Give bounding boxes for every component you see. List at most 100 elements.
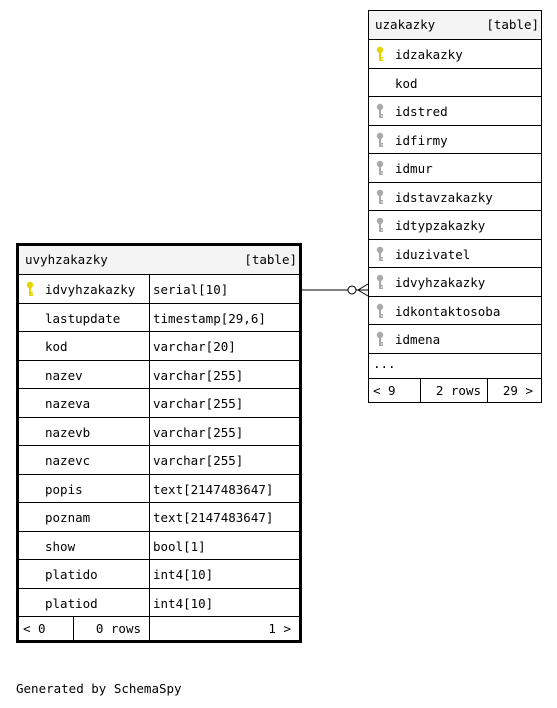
column-name-cell: nazeva (19, 389, 149, 417)
column-name: nazevb (45, 424, 91, 440)
table-kind: [table] (486, 17, 539, 32)
column-row[interactable]: idmena (369, 325, 541, 354)
column-name: lastupdate (45, 310, 121, 326)
column-type: int4[10] (153, 595, 214, 611)
children-count[interactable]: 1 > (150, 617, 299, 640)
rows-count: 2 rows (421, 378, 488, 402)
rows-count: 0 rows (74, 617, 150, 640)
column-name: idfirmy (395, 132, 448, 148)
column-type-cell: varchar[255] (149, 389, 299, 417)
column-row[interactable]: idmur (369, 154, 541, 183)
rows-count-text: 2 rows (435, 382, 481, 398)
column-row[interactable]: kod varchar[20] (19, 332, 299, 361)
relationship-zero-marker (347, 285, 357, 295)
column-name: idstred (395, 104, 448, 119)
column-name: nazevc (45, 453, 91, 468)
column-row[interactable]: iduzivatel (369, 240, 541, 268)
table-uzakazky[interactable]: uzakazky [table] idzakazky kod idstred idfi… (368, 10, 542, 403)
column-name-cell: idvyhzakazky (19, 275, 149, 303)
column-type-cell: bool[1] (149, 531, 299, 559)
column-name: idvyhzakazky (395, 275, 486, 290)
column-type-cell: varchar[255] (149, 360, 299, 388)
column-name-cell: poznam (19, 503, 149, 531)
parents-count-text: < 0 (23, 621, 46, 636)
column-name-cell: idmur (369, 154, 541, 182)
column-name: kod (395, 75, 418, 91)
foreign-key-icon (376, 331, 384, 346)
column-type: varchar[255] (153, 367, 244, 383)
column-name: kod (45, 339, 68, 354)
column-row[interactable]: idtypzakazky (369, 211, 541, 240)
column-name-cell: idstred (369, 97, 541, 125)
children-count[interactable]: 29 > (488, 379, 541, 402)
more-columns-ellipsis: ... (369, 354, 541, 379)
parents-count-text: < 9 (373, 382, 396, 398)
column-row[interactable]: idstavzakazky (369, 183, 541, 211)
column-type-cell: serial[10] (149, 275, 299, 303)
column-row[interactable]: idstred (369, 97, 541, 126)
column-row[interactable]: idvyhzakazky (369, 268, 541, 297)
foreign-key-icon (376, 303, 384, 318)
column-row[interactable]: lastupdate timestamp[29,6] (19, 303, 299, 332)
column-type-cell: text[2147483647] (149, 474, 299, 502)
column-name-cell: nazevb (19, 418, 149, 446)
column-row[interactable]: idzakazky (369, 40, 541, 69)
column-row[interactable]: nazevb varchar[255] (19, 417, 299, 446)
children-count-text: 29 > (502, 382, 533, 398)
column-name-cell: idstavzakazky (369, 183, 541, 211)
column-row[interactable]: nazeva varchar[255] (19, 389, 299, 418)
table-kind: [table] (244, 252, 297, 267)
column-type-cell: varchar[255] (149, 417, 299, 445)
parents-count[interactable]: < 9 (369, 378, 421, 402)
column-name-cell: platido (19, 560, 149, 588)
column-type: bool[1] (153, 538, 206, 554)
column-name: idvyhzakazky (45, 282, 136, 297)
column-row[interactable]: poznam text[2147483647] (19, 503, 299, 532)
table-name: uzakazky (375, 17, 436, 32)
column-name: platido (45, 567, 98, 582)
column-type: text[2147483647] (153, 510, 274, 525)
foreign-key-icon (376, 132, 384, 147)
column-type-cell: text[2147483647] (149, 503, 299, 531)
column-name-cell: idtypzakazky (369, 211, 541, 239)
column-name-cell: show (19, 532, 149, 560)
column-name: poznam (45, 510, 91, 525)
column-name: nazeva (45, 396, 91, 411)
column-name-cell: idvyhzakazky (369, 268, 541, 296)
rows-count-text: 0 rows (95, 621, 141, 636)
column-name-cell: popis (19, 475, 149, 503)
column-name: idkontaktosoba (395, 303, 501, 319)
column-list: idzakazky kod idstred idfirmy idmur idstavzak… (369, 40, 541, 354)
parents-count[interactable]: < 0 (19, 617, 74, 640)
column-name: iduzivatel (395, 246, 471, 262)
table-footer: < 9 2 rows 29 > (369, 378, 541, 402)
column-type: serial[10] (153, 282, 229, 297)
column-name: idmur (395, 161, 433, 176)
column-type: varchar[255] (153, 424, 244, 440)
ellipsis-text: ... (373, 355, 396, 371)
column-row[interactable]: popis text[2147483647] (19, 474, 299, 503)
column-row[interactable]: idkontaktosoba (369, 297, 541, 325)
column-name: idstavzakazky (395, 189, 493, 205)
foreign-key-icon (376, 103, 384, 118)
table-uvyhzakazky[interactable]: uvyhzakazky [table] idvyhzakazky serial[1… (16, 243, 302, 643)
primary-key-icon (26, 281, 34, 296)
relationship-crowfoot-upper (357, 283, 369, 291)
column-name-cell: nazev (19, 361, 149, 389)
column-row[interactable]: idvyhzakazky serial[10] (19, 275, 299, 304)
column-row[interactable]: kod (369, 69, 541, 97)
table-header: uzakazky [table] (369, 11, 541, 40)
column-type-cell: varchar[20] (149, 332, 299, 360)
column-row[interactable]: idfirmy (369, 126, 541, 154)
column-name-cell: idkontaktosoba (369, 297, 541, 325)
column-type: timestamp[29,6] (153, 310, 266, 326)
foreign-key-icon (376, 217, 384, 232)
column-name: popis (45, 481, 83, 497)
table-header: uvyhzakazky [table] (19, 246, 299, 275)
column-name: idzakazky (395, 47, 463, 62)
